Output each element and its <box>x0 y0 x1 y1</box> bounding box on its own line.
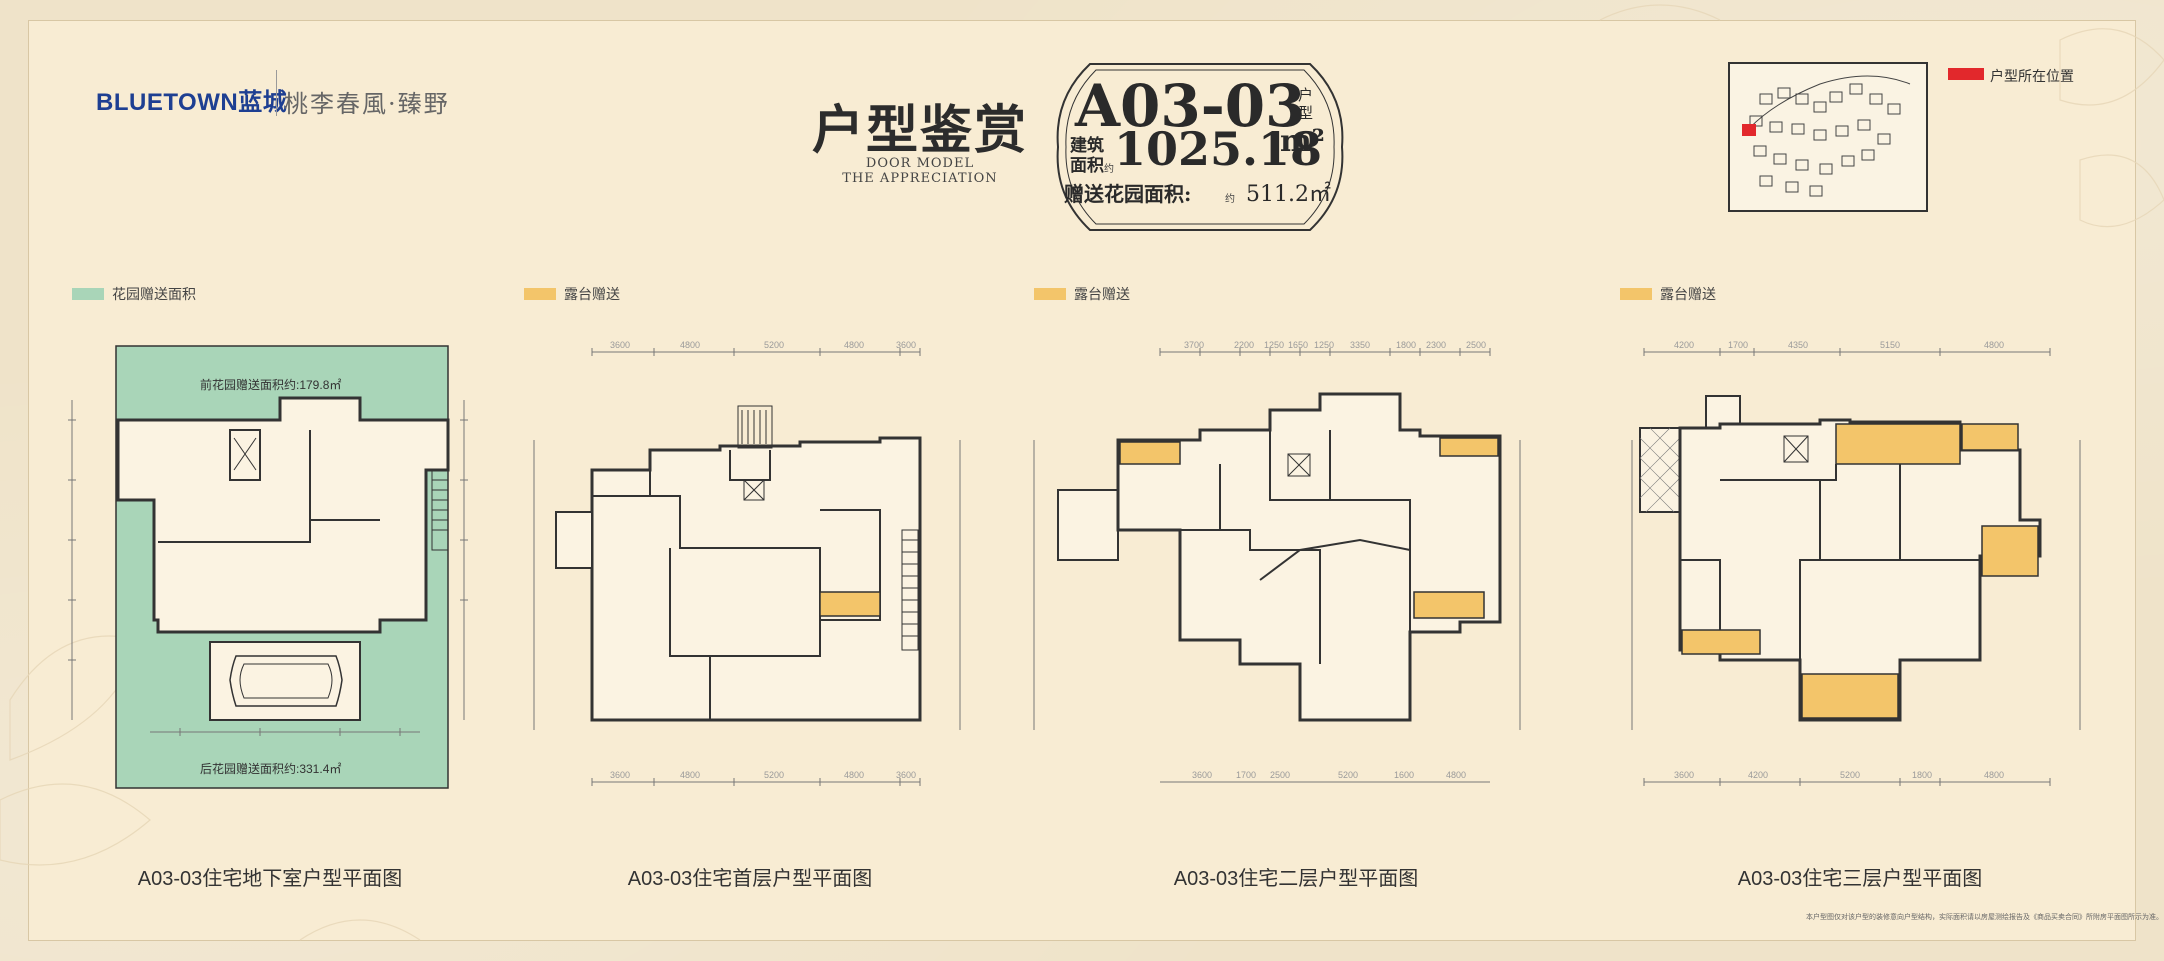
legend-terrace-label: 露台赠送 <box>1660 286 1716 302</box>
dim-label: 1700 <box>1236 770 1256 780</box>
dim-label: 4800 <box>1984 770 2004 780</box>
location-legend-swatch <box>1948 68 1984 80</box>
building-area-unit: m² <box>1280 124 1325 159</box>
first-floor-caption: A03-03住宅首层户型平面图 <box>627 868 873 890</box>
legend-terrace-2: 露台赠送 <box>1034 284 1130 304</box>
dim-label: 5200 <box>1840 770 1860 780</box>
location-legend-label: 户型所在位置 <box>1990 68 2074 84</box>
legend-garden-swatch <box>72 288 104 300</box>
site-location-map <box>1728 62 1928 212</box>
project-logo: 桃李春風·臻野 <box>284 90 450 118</box>
dim-label: 3600 <box>610 340 630 350</box>
building-area-label: 建筑面积 <box>1070 136 1104 176</box>
terrace-area <box>819 591 881 617</box>
subtitle-line-2: THE APPRECIATION <box>842 171 998 186</box>
dim-label: 4200 <box>1674 340 1694 350</box>
logo-divider <box>276 70 277 116</box>
terrace-area <box>1961 423 2019 451</box>
legend-terrace-3: 露台赠送 <box>1620 284 1716 304</box>
dim-label: 3600 <box>896 340 916 350</box>
dim-label: 2300 <box>1426 340 1446 350</box>
dim-label: 1600 <box>1394 770 1414 780</box>
dim-label: 1800 <box>1912 770 1932 780</box>
dim-label: 5150 <box>1880 340 1900 350</box>
unit-code-suffix: 户型 <box>1298 86 1314 122</box>
back-garden-label: 后花园赠送面积约:331.4㎡ <box>200 762 342 776</box>
terrace-area <box>1439 437 1499 457</box>
dim-label: 4800 <box>680 770 700 780</box>
dim-label: 4800 <box>1984 340 2004 350</box>
dim-label: 1250 <box>1264 340 1284 350</box>
dim-label: 5200 <box>764 770 784 780</box>
dim-label: 5200 <box>764 340 784 350</box>
first-floor-plan: 3600 4800 5200 4800 3600 3600 4800 5200 … <box>533 340 961 786</box>
terrace-area <box>1119 441 1181 465</box>
terrace-area <box>1801 673 1899 719</box>
page-title: 户型鉴赏 <box>812 100 1029 161</box>
dim-label: 3700 <box>1184 340 1204 350</box>
legend-garden-label: 花园赠送面积 <box>112 286 196 302</box>
second-floor-plan: 3700 2200 1250 1650 1250 3350 1800 2300 … <box>1033 340 1521 783</box>
dim-label: 1650 <box>1288 340 1308 350</box>
front-garden-label: 前花园赠送面积约:179.8㎡ <box>200 378 342 392</box>
legend-terrace-swatch <box>1620 288 1652 300</box>
dim-label: 1800 <box>1396 340 1416 350</box>
terrace-area <box>1835 423 1961 465</box>
dim-label: 1700 <box>1728 340 1748 350</box>
dim-label: 1250 <box>1314 340 1334 350</box>
basement-caption: A03-03住宅地下室户型平面图 <box>137 868 403 890</box>
terrace-area <box>1413 591 1485 619</box>
dim-label: 3600 <box>896 770 916 780</box>
dim-label: 3350 <box>1350 340 1370 350</box>
terrace-area <box>1981 525 2039 577</box>
second-floor-caption: A03-03住宅二层户型平面图 <box>1173 868 1419 890</box>
disclaimer-note: 本户型图仅对该户型的装修意向户型结构，实际面积请以房屋测绘报告及《商品买卖合同》… <box>1806 914 2163 921</box>
dim-label: 3600 <box>1674 770 1694 780</box>
basement-floor-plan <box>68 345 468 789</box>
unit-code: A03-03 <box>1075 72 1306 140</box>
unit-badge-frame <box>1050 58 1350 236</box>
dim-label: 4800 <box>680 340 700 350</box>
dim-label: 4800 <box>844 340 864 350</box>
bluetown-logo: BLUETOWN蓝城 <box>96 89 288 116</box>
site-map-drawing <box>1742 75 1911 197</box>
dim-label: 2500 <box>1270 770 1290 780</box>
unit-location-marker <box>1742 124 1756 136</box>
legend-terrace-label: 露台赠送 <box>564 286 620 302</box>
dim-label: 3600 <box>610 770 630 780</box>
legend-terrace-label: 露台赠送 <box>1074 286 1130 302</box>
terrace-area <box>1681 629 1761 655</box>
gift-garden-label: 赠送花园面积: <box>1064 182 1192 206</box>
dim-label: 4350 <box>1788 340 1808 350</box>
dim-label: 4800 <box>844 770 864 780</box>
gift-garden-value: 511.2㎡ <box>1246 182 1331 207</box>
legend-terrace-swatch <box>524 288 556 300</box>
third-floor-caption: A03-03住宅三层户型平面图 <box>1737 868 1983 890</box>
third-floor-plan: 4200 1700 4350 5150 4800 3600 4200 5200 … <box>1631 340 2081 786</box>
gift-garden-prefix: 约 <box>1225 194 1235 205</box>
dim-label: 5200 <box>1338 770 1358 780</box>
subtitle-line-1: DOOR MODEL <box>865 156 975 171</box>
legend-terrace-1: 露台赠送 <box>524 284 620 304</box>
building-area-prefix: 约 <box>1104 164 1114 175</box>
legend-garden: 花园赠送面积 <box>72 284 196 304</box>
legend-terrace-swatch <box>1034 288 1066 300</box>
dim-label: 2500 <box>1466 340 1486 350</box>
dim-label: 4800 <box>1446 770 1466 780</box>
dim-label: 4200 <box>1748 770 1768 780</box>
building-area-value: 1025.18 <box>1114 122 1323 176</box>
dim-label: 3600 <box>1192 770 1212 780</box>
page-subtitle: DOOR MODEL THE APPRECIATION <box>840 156 1000 186</box>
dim-label: 2200 <box>1234 340 1254 350</box>
